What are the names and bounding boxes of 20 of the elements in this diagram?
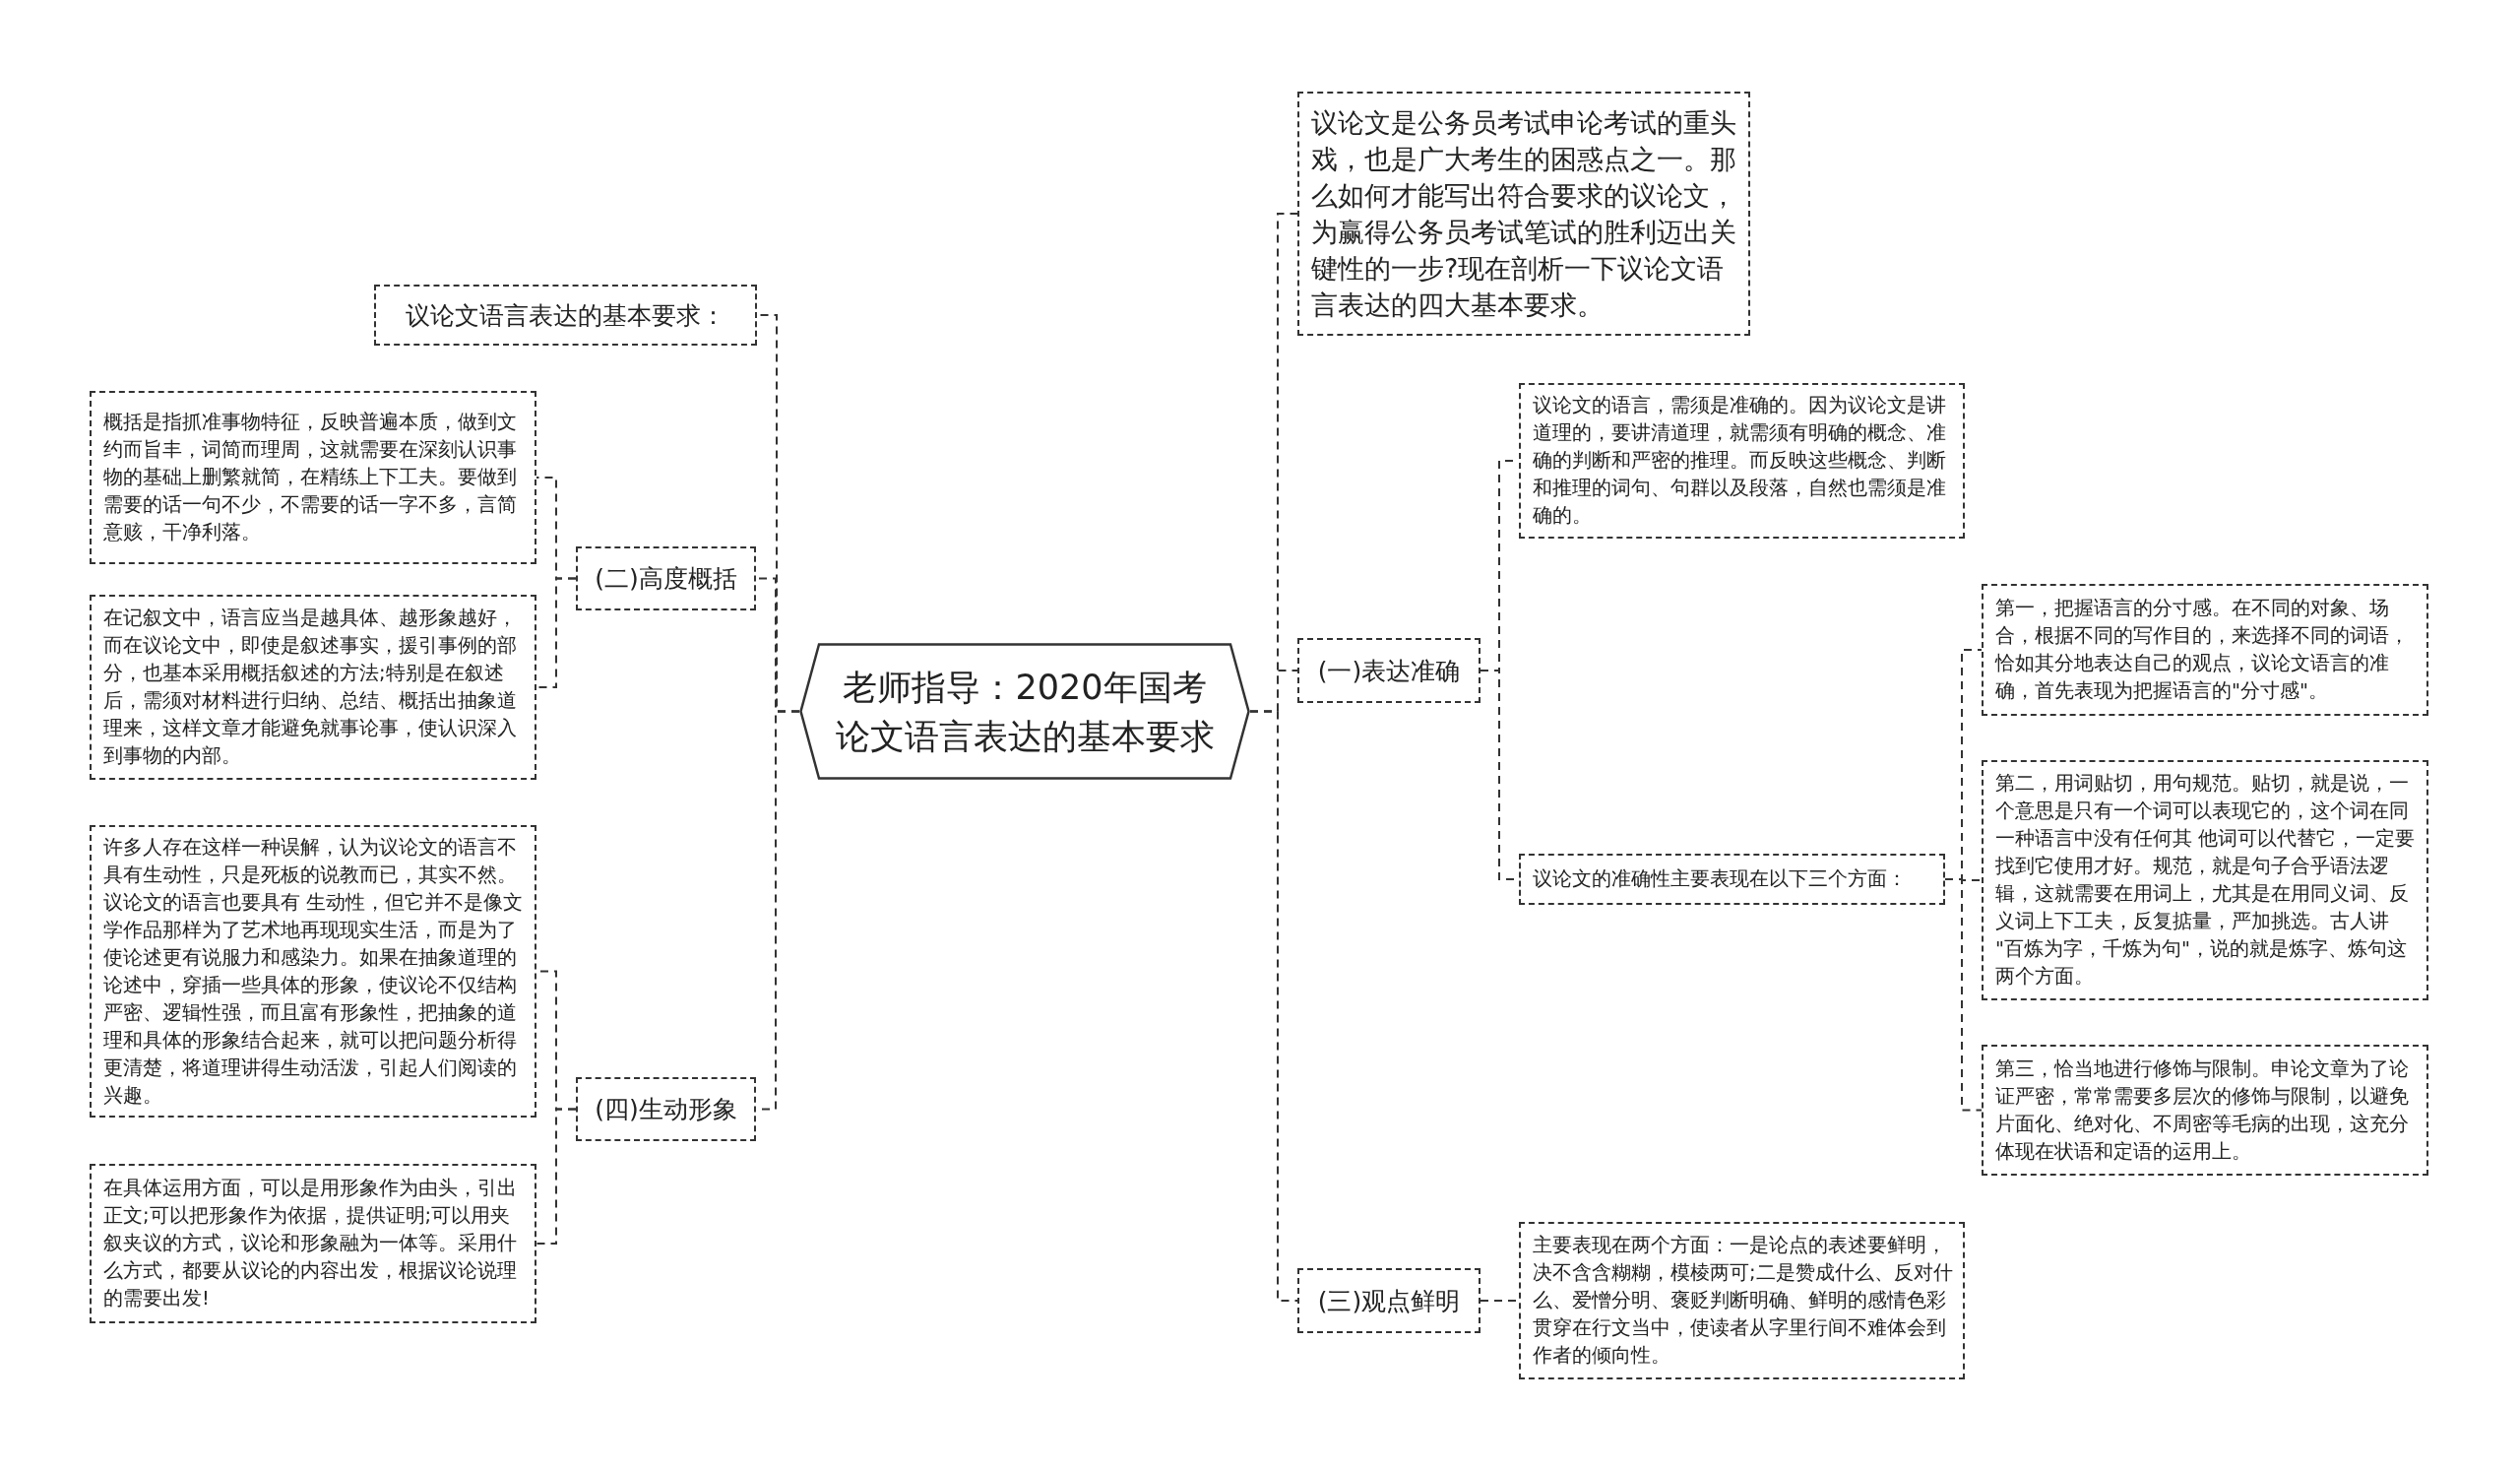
topic-box: 议论文的准确性主要表现在以下三个方面： bbox=[1519, 854, 1945, 905]
note-box: 第三，恰当地进行修饰与限制。申论文章为了论证严密，常常需要多层次的修饰与限制，以避免片面化、绝对化、不周密等毛病的出现，这充分体现在状语和定语的运用上。 bbox=[1982, 1045, 2428, 1176]
note-box: 许多人存在这样一种误解，认为议论文的语言不具有生动性，只是死板的说教而已，其实不然。议论文的语言也要具有 生动性，但它并不是像文学作品那样为了艺术地再现现实生活，而是为了使论述更有说服力和感染力。如果在抽象道理的论述中，穿插一些具体的形象，使议论不仅结构严密、逻辑性强，而且富有形象性，把抽象的道理和具体的形象结合起来，就可以把问题分析得更清楚，将道理讲得生动活泼，引起人们阅读的兴趣。 bbox=[90, 825, 536, 1118]
intro-box: 议论文是公务员考试申论考试的重头戏，也是广大考生的困惑点之一。那么如何才能写出符合要求的议论文，为赢得公务员考试笔试的胜利迈出关键性的一步?现在剖析一下议论文语言表达的四大基本要求。 bbox=[1297, 92, 1750, 336]
topic-box: (二)高度概括 bbox=[576, 546, 756, 610]
connector-line bbox=[1944, 878, 1983, 1112]
note-box: 在记叙文中，语言应当是越具体、越形象越好，而在议论文中，即使是叙述事实，援引事例的部分，也基本采用概括叙述的方法;特别是在叙述后，需须对材料进行归纳、总结、概括出抽象道理来，这样文章才能避免就事论事，使认识深入到事物的内部。 bbox=[90, 595, 536, 780]
topic-box: (一)表达准确 bbox=[1297, 638, 1480, 703]
note-box: 第一，把握语言的分寸感。在不同的对象、场合，根据不同的写作目的，来选择不同的词语，恰如其分地表达自己的观点，议论文语言的准确，首先表现为把握语言的"分寸感"。 bbox=[1982, 584, 2428, 716]
note-box: 议论文的语言，需须是准确的。因为议论文是讲道理的，要讲清道理，就需须有明确的概念、准确的判断和严密的推理。而反映这些概念、判断和推理的词句、句群以及段落，自然也需须是准确的。 bbox=[1519, 383, 1965, 539]
note-box: 在具体运用方面，可以是用形象作为由头，引出正文;可以把形象作为依据，提供证明;可以用夹叙夹议的方式，议论和形象融为一体等。采用什么方式，都要从议论的内容出发，根据议论说理的需要出发! bbox=[90, 1164, 536, 1323]
note-box: 第二，用词贴切，用句规范。贴切，就是说，一个意思是只有一个词可以表现它的，这个词在同一种语言中没有任何其 他词可以代替它，一定要找到它使用才好。规范，就是句子合乎语法逻辑，这就需要在用词上，尤其是在用同义词、反义词上下工夫，反复掂量，严加挑选。古人讲 "百炼为字，千炼为句"，说的就是炼字、炼句这两个方面。 bbox=[1982, 760, 2428, 1000]
topic-box: (三)观点鲜明 bbox=[1297, 1268, 1480, 1333]
note-box: 概括是指抓准事物特征，反映普遍本质，做到文约而旨丰，词简而理周，这就需要在深刻认识事物的基础上删繁就简，在精练上下工夫。要做到需要的话一句不少，不需要的话一字不多，言简意赅，干净利落。 bbox=[90, 391, 536, 564]
note-box: 主要表现在两个方面：一是论点的表述要鲜明，决不含含糊糊，模棱两可;二是赞成什么、反对什么、爱憎分明、褒贬判断明确、鲜明的感情色彩贯穿在行文当中，使读者从字里行间不难体会到作者的倾向性。 bbox=[1519, 1222, 1965, 1379]
connector-line bbox=[1249, 710, 1298, 1302]
root-topic: 老师指导：2020年国考论文语言表达的基本要求 bbox=[799, 643, 1250, 780]
topic-box: (四)生动形象 bbox=[576, 1077, 756, 1141]
connector-line bbox=[536, 1108, 577, 1245]
topic-box: 议论文语言表达的基本要求： bbox=[374, 285, 757, 346]
